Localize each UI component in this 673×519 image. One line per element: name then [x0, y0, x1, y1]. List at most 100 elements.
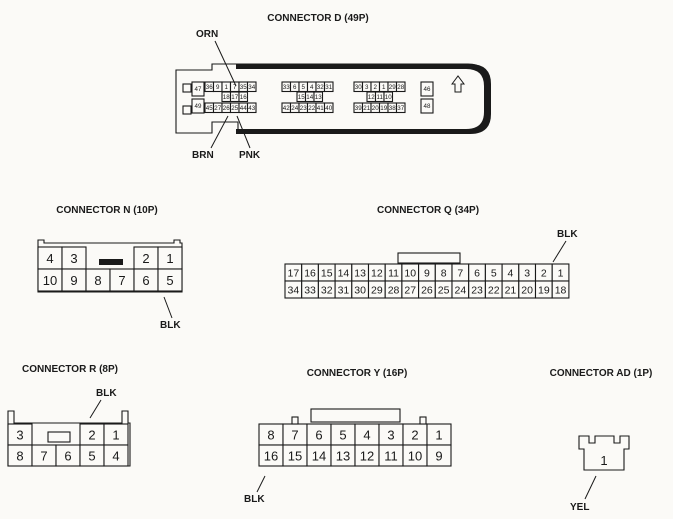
connector-d-pin-40: 40	[325, 105, 332, 112]
connector-q-pin-8: 8	[441, 268, 447, 280]
connector-q-pin-6: 6	[474, 268, 480, 280]
connector-r-pin-4-cell	[103, 444, 129, 467]
connector-q-title: CONNECTOR Q (34P)	[377, 205, 479, 216]
connector-y-pin-1: 1	[435, 428, 442, 443]
connector-n-pin-2: 2	[142, 251, 149, 266]
connector-d-pin-25: 25	[231, 105, 238, 112]
connector-d-pin-17: 17	[231, 94, 238, 101]
connector-d-pin-37: 37	[397, 105, 404, 112]
connector-d-pin-34-cell	[246, 81, 257, 93]
connector-d-pin-27: 27	[214, 105, 221, 112]
connector-d-pin-5: 5	[302, 84, 306, 91]
connector-n-pin-9: 9	[70, 273, 77, 288]
connector-q-pin-31: 31	[338, 285, 350, 297]
connector-d-title: CONNECTOR D (49P)	[267, 13, 369, 24]
connector-q-pin-14: 14	[338, 268, 350, 280]
connector-n-pin-3: 3	[70, 251, 77, 266]
connector-n-pin-6: 6	[142, 273, 149, 288]
connector-y-pin-14: 14	[312, 449, 326, 464]
connector-q-pin-28: 28	[388, 285, 400, 297]
connector-y-pin-9: 9	[435, 449, 442, 464]
connector-d-pin-24: 24	[291, 105, 298, 112]
connector-n-pin-4: 4	[46, 251, 53, 266]
connector-d-pin-39: 39	[355, 105, 362, 112]
connector-d-pin-28: 28	[397, 84, 404, 91]
connector-y-pin-12: 12	[360, 449, 374, 464]
connector-d-pin-47-cell	[191, 81, 205, 97]
connector-r-pin-8: 8	[16, 449, 23, 464]
connector-q-pin-5: 5	[491, 268, 497, 280]
connector-d-pin-22: 22	[308, 105, 315, 112]
connector-d-pin-34: 34	[248, 84, 255, 91]
connector-ad-callout-yel: YEL	[570, 502, 589, 513]
connector-y-callout-blk: BLK	[244, 494, 265, 505]
connector-d-pin-36: 36	[206, 84, 213, 91]
connector-d-callout-brn: BRN	[192, 150, 214, 161]
connector-q-pin-21: 21	[505, 285, 517, 297]
connector-q-pin-10: 10	[404, 268, 416, 280]
connector-n-leader-blk	[163, 296, 173, 319]
connector-d-pin-10-cell	[383, 91, 394, 103]
connector-d-pin-20: 20	[372, 105, 379, 112]
connector-d-leader-pnk	[236, 115, 251, 149]
connector-d-pin-33: 33	[283, 84, 290, 91]
connector-d-pin-41: 41	[317, 105, 324, 112]
connector-n-pin-1: 1	[166, 251, 173, 266]
connector-q-pin-32: 32	[321, 285, 333, 297]
connector-d-pin-48-cell	[420, 98, 434, 114]
connector-q-pin-29: 29	[371, 285, 383, 297]
connector-y-pin-9-cell	[426, 444, 452, 467]
connector-d-pin-2: 2	[374, 84, 378, 91]
connector-y-pin-2: 2	[411, 428, 418, 443]
connector-y-pin-13: 13	[336, 449, 350, 464]
connector-y-pin-5: 5	[339, 428, 346, 443]
connector-d-pin-45: 45	[206, 105, 213, 112]
connector-y-pin-8: 8	[267, 428, 274, 443]
connector-q-pin-20: 20	[521, 285, 533, 297]
connector-q-pin-26: 26	[421, 285, 433, 297]
connector-q-pin-30: 30	[354, 285, 366, 297]
connector-n-pin-5-cell	[157, 268, 183, 292]
connector-q-pin-2: 2	[541, 268, 547, 280]
connector-r-pin-6: 6	[64, 449, 71, 464]
connector-r-leader-blk	[89, 399, 102, 419]
connector-y-key-tab	[291, 416, 299, 425]
connector-q-callout-blk: BLK	[557, 229, 578, 240]
connector-d-left-notch-lower	[182, 105, 192, 115]
connector-d-pin-49: 49	[195, 103, 202, 110]
connector-d-pin-29: 29	[389, 84, 396, 91]
connector-d-pin-28-cell	[395, 81, 406, 93]
connector-q-leader-blk	[552, 240, 567, 263]
connector-q-pin-24: 24	[455, 285, 467, 297]
connector-q-pin-18: 18	[555, 285, 567, 297]
connector-d-pin-16: 16	[240, 94, 247, 101]
connector-d-pin-7: 7	[233, 84, 237, 91]
connector-d-pin-42: 42	[283, 105, 290, 112]
connector-q-pin-16: 16	[304, 268, 316, 280]
connector-q-pin-9: 9	[424, 268, 430, 280]
connector-y-pin-4: 4	[363, 428, 370, 443]
connector-d-pin-47: 47	[195, 86, 202, 93]
connector-q-pin-23: 23	[471, 285, 483, 297]
connector-q-pin-3: 3	[524, 268, 530, 280]
connector-n-callout-blk: BLK	[160, 320, 181, 331]
connector-d-callout-pnk: PNK	[239, 150, 261, 161]
connector-d-pin-46: 46	[424, 86, 431, 93]
connector-d-pin-49-cell	[191, 98, 205, 114]
connector-d-pin-21: 21	[363, 105, 370, 112]
connector-ad-title: CONNECTOR AD (1P)	[550, 368, 653, 379]
connector-y-pin-11: 11	[384, 449, 398, 464]
connector-d-pin-19: 19	[380, 105, 387, 112]
connector-q-pin-12: 12	[371, 268, 383, 280]
connector-d-leader-orn	[214, 40, 237, 87]
connector-y-pin-10: 10	[408, 449, 422, 464]
connector-n-title: CONNECTOR N (10P)	[56, 205, 158, 216]
connector-ad-housing	[578, 435, 630, 471]
connector-d-pin-44: 44	[240, 105, 247, 112]
connector-y-pin-6: 6	[315, 428, 322, 443]
connector-q-pin-27: 27	[404, 285, 416, 297]
